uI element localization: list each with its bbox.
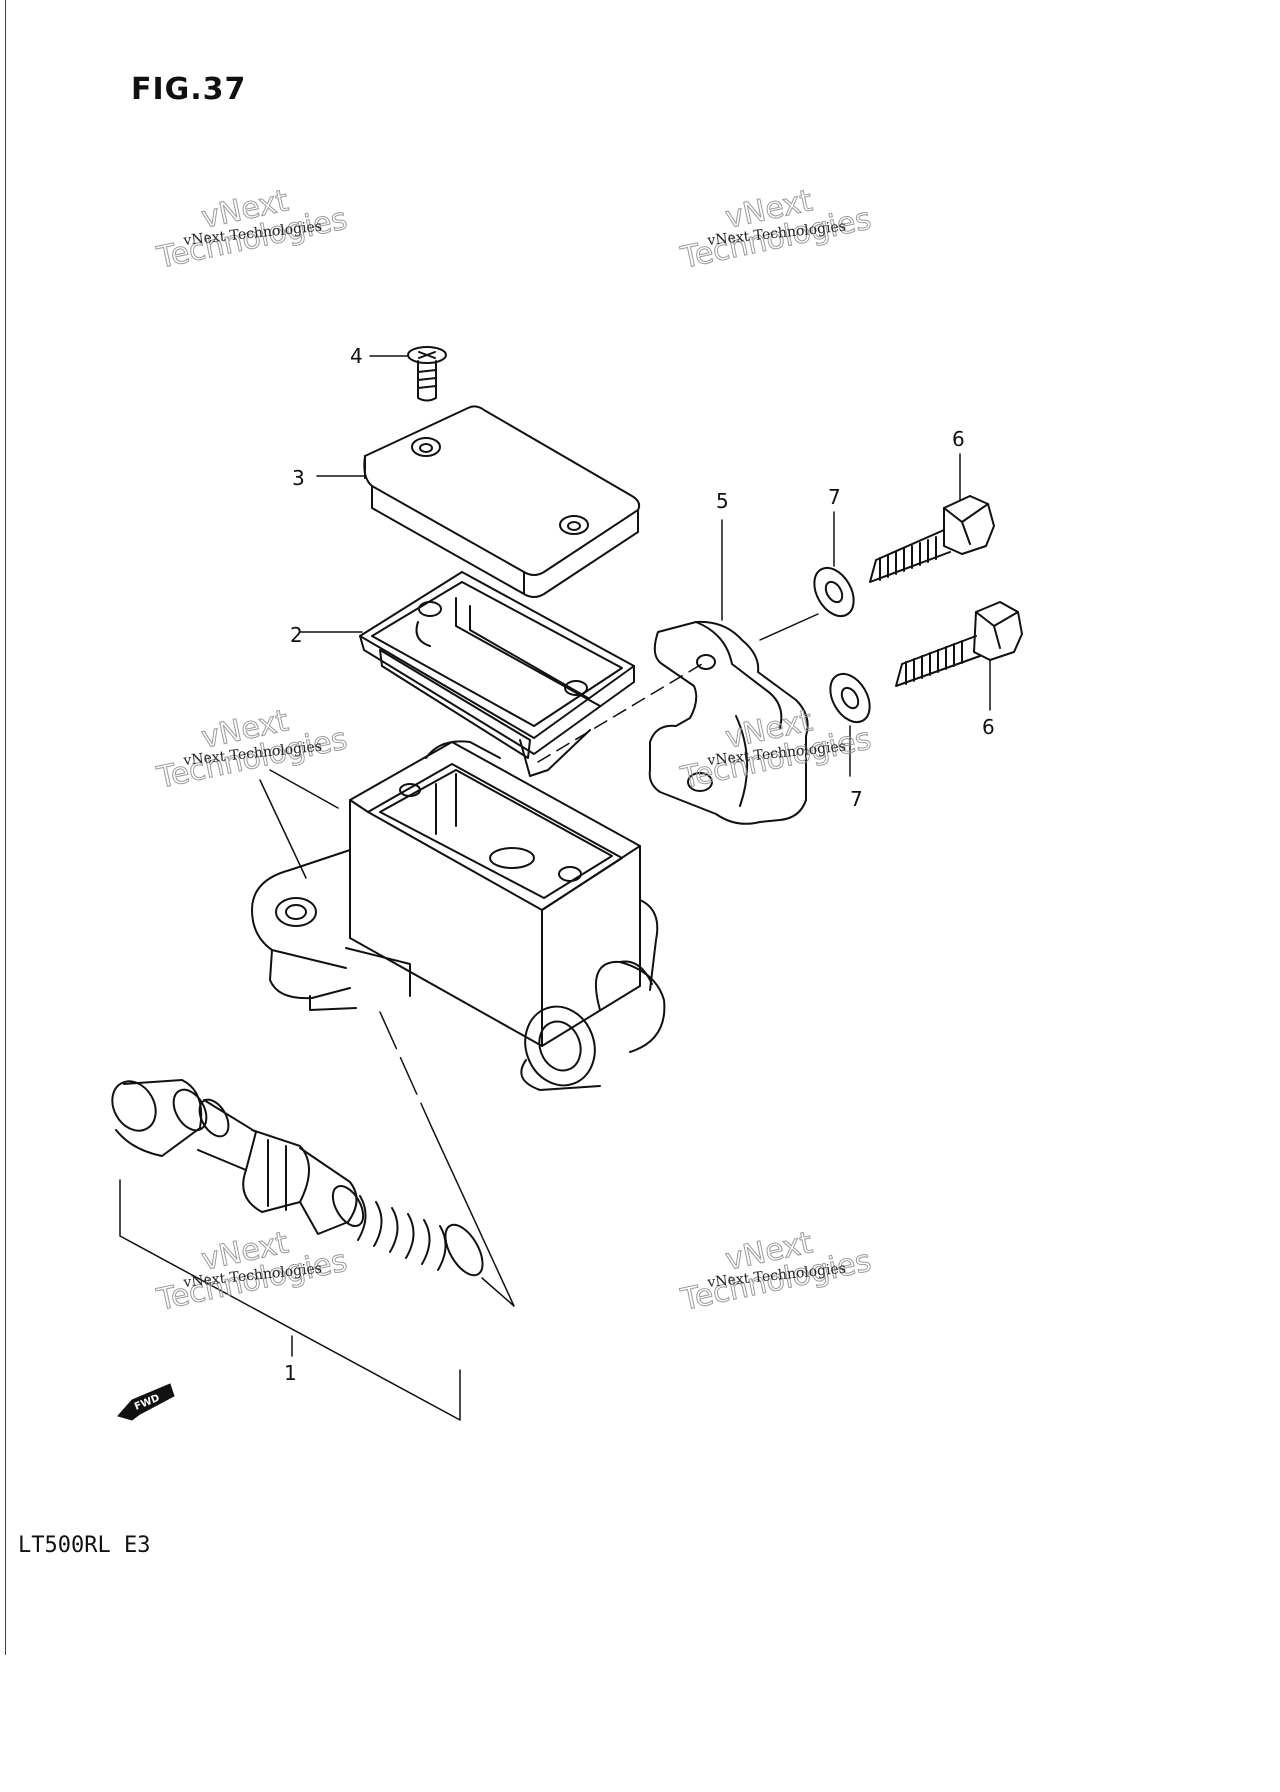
figure-title: FIG.37 <box>131 72 247 107</box>
fwd-arrow-icon: FWD <box>117 1383 175 1421</box>
callout-numbers: 4 3 2 5 7 6 6 7 1 <box>284 344 995 1385</box>
watermark-bottom-right: vNext Technologies vNext Technologies <box>677 1225 875 1319</box>
part-4-screw <box>407 346 447 402</box>
callout-7-upper: 7 <box>828 485 841 509</box>
leader-lines <box>119 355 991 1421</box>
part-2-diaphragm <box>359 571 635 777</box>
page-edge-rule <box>5 0 6 1655</box>
watermark-top-right: vNext Technologies vNext Technologies <box>677 183 875 277</box>
part-1-master-cylinder-body <box>251 740 666 1091</box>
callout-5: 5 <box>716 489 729 513</box>
model-label: LT500RL E3 <box>18 1533 151 1558</box>
callout-6-upper: 6 <box>952 427 965 451</box>
callout-7-lower: 7 <box>850 787 863 811</box>
part-6-bolt-upper <box>869 495 995 583</box>
callout-1: 1 <box>284 1361 297 1385</box>
part-7-washer-upper <box>813 566 855 618</box>
callout-2: 2 <box>290 623 303 647</box>
part-5-clamp <box>648 620 809 825</box>
watermark-top-left: vNext Technologies vNext Technologies <box>153 183 351 277</box>
watermark-bottom-left: vNext Technologies vNext Technologies <box>153 1225 351 1319</box>
watermark-mid-left: vNext Technologies vNext Technologies <box>153 703 351 797</box>
callout-4: 4 <box>350 344 363 368</box>
callout-3: 3 <box>292 466 305 490</box>
callout-6-lower: 6 <box>982 715 995 739</box>
part-7-washer-lower <box>829 672 871 724</box>
part-6-bolt-lower <box>895 601 1023 687</box>
part-1-piston-kit <box>111 1079 484 1277</box>
part-3-reservoir-cap <box>363 405 641 598</box>
